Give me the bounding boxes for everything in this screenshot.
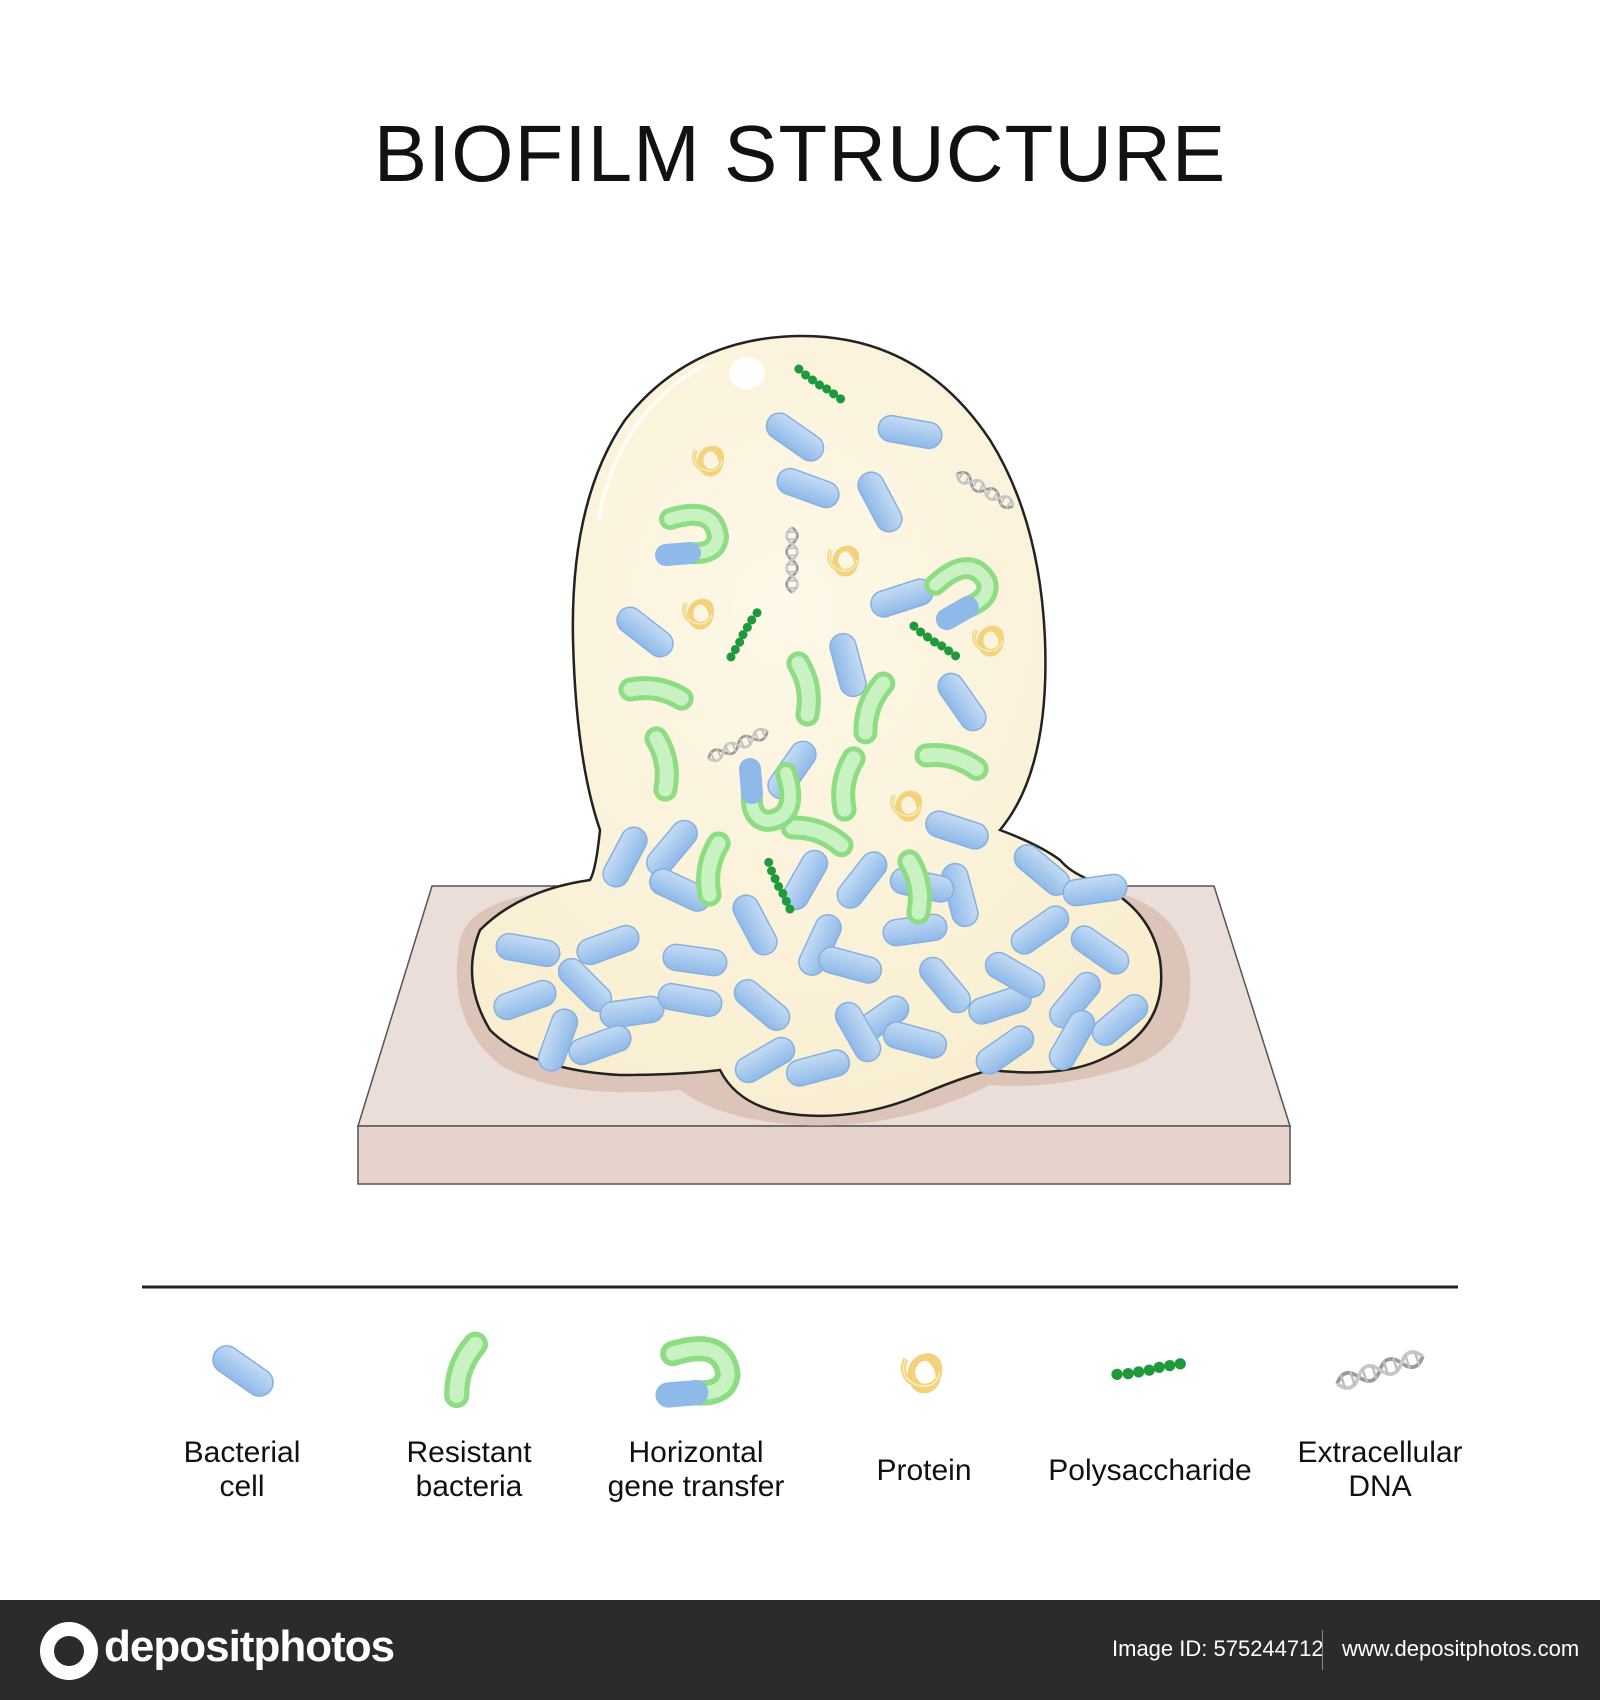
footer-separator (1322, 1630, 1323, 1670)
legend-label-line: gene transfer (607, 1470, 785, 1503)
legend-label-line: Polysaccharide (1048, 1454, 1252, 1487)
legend-label-bacterial-cell: Bacterial cell (122, 1436, 362, 1504)
resistant-bacterium (705, 842, 719, 894)
resistant-bacterium (656, 737, 670, 789)
legend-label-extracellular-dna: Extracellular DNA (1260, 1436, 1500, 1504)
image-id: Image ID: 575244712 (1112, 1636, 1324, 1661)
legend-label-line: bacteria (415, 1470, 523, 1503)
logo-icon (40, 1622, 98, 1680)
legend-label-line: cell (219, 1470, 265, 1503)
diagram-title: BIOFILM STRUCTURE (373, 109, 1227, 198)
legend-label-line: Bacterial (183, 1436, 301, 1469)
legend-label-gene-transfer: Horizontal gene transfer (576, 1436, 816, 1504)
legend-label-line: Extracellular (1297, 1436, 1463, 1469)
legend-label-line: Horizontal (628, 1436, 764, 1469)
legend-label-line: Resistant (406, 1436, 532, 1469)
resistant-bacteria-icon (452, 1342, 476, 1395)
gene-transfer-icon (668, 1349, 728, 1395)
polysaccharide-icon (1109, 1336, 1188, 1402)
resistant-bacterium (798, 662, 812, 714)
protein-icon (903, 1356, 939, 1391)
legend-label-protein: Protein (804, 1454, 1044, 1488)
matrix-highlight (729, 357, 765, 389)
site-link[interactable]: www.depositphotos.com (1342, 1636, 1580, 1661)
brand-name: depositphotos (104, 1622, 395, 1671)
bacterial-cell-icon (206, 1339, 280, 1403)
resistant-bacterium (840, 757, 854, 809)
dna-icon (1333, 1347, 1427, 1393)
legend-label-resistant-bacteria: Resistant bacteria (349, 1436, 589, 1504)
footer-bar: depositphotos Image ID: 575244712 www.de… (0, 1600, 1600, 1700)
resistant-bacterium (926, 751, 978, 769)
legend-label-line: DNA (1348, 1470, 1412, 1503)
matrix-shine (596, 363, 706, 521)
biofilm-diagram (142, 334, 1458, 1600)
resistant-bacterium (909, 860, 923, 912)
legend-label-polysaccharide: Polysaccharide (1030, 1454, 1270, 1488)
legend-label-line: Protein (876, 1454, 972, 1487)
resistant-bacterium (630, 685, 682, 699)
legend-icons (206, 1336, 1427, 1403)
